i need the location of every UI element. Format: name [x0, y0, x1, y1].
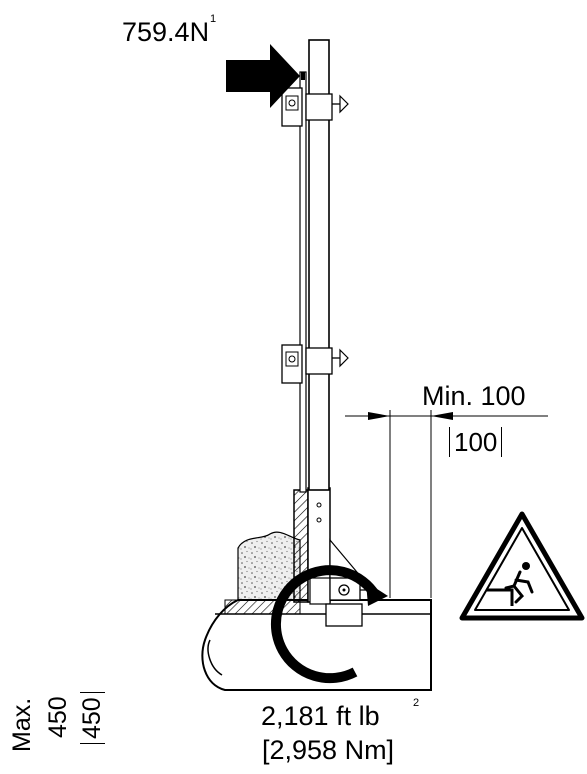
sill-hatch [224, 599, 301, 615]
force-footnote: 1 [210, 13, 217, 25]
main-post [308, 39, 330, 491]
moment-arrow [270, 565, 381, 684]
force-label: 759.4N [122, 17, 210, 47]
depth-group: Max. 450 450 [0, 612, 106, 752]
moment-footnote: 2 [413, 697, 420, 709]
moment-label: 2,181 ft lb [261, 701, 380, 731]
floor-edge-curve [207, 639, 223, 676]
lower-clamp [281, 344, 349, 384]
floor-slab [201, 599, 432, 691]
clearance-alt-value: 100 [449, 427, 503, 457]
clearance-label: Min. 100 [422, 381, 526, 411]
thin-rail [299, 71, 307, 493]
force-arrow [226, 44, 300, 108]
fall-hazard-icon [459, 511, 585, 621]
depth-label: Max. [8, 697, 36, 752]
depth-alt-value: 450 [78, 692, 106, 744]
floor-clamp [309, 577, 363, 627]
moment-metric: [2,958 Nm] [262, 735, 395, 765]
moment-arrow-head [366, 582, 388, 606]
upper-clamp [281, 87, 349, 127]
depth-value: 450 [44, 696, 72, 738]
